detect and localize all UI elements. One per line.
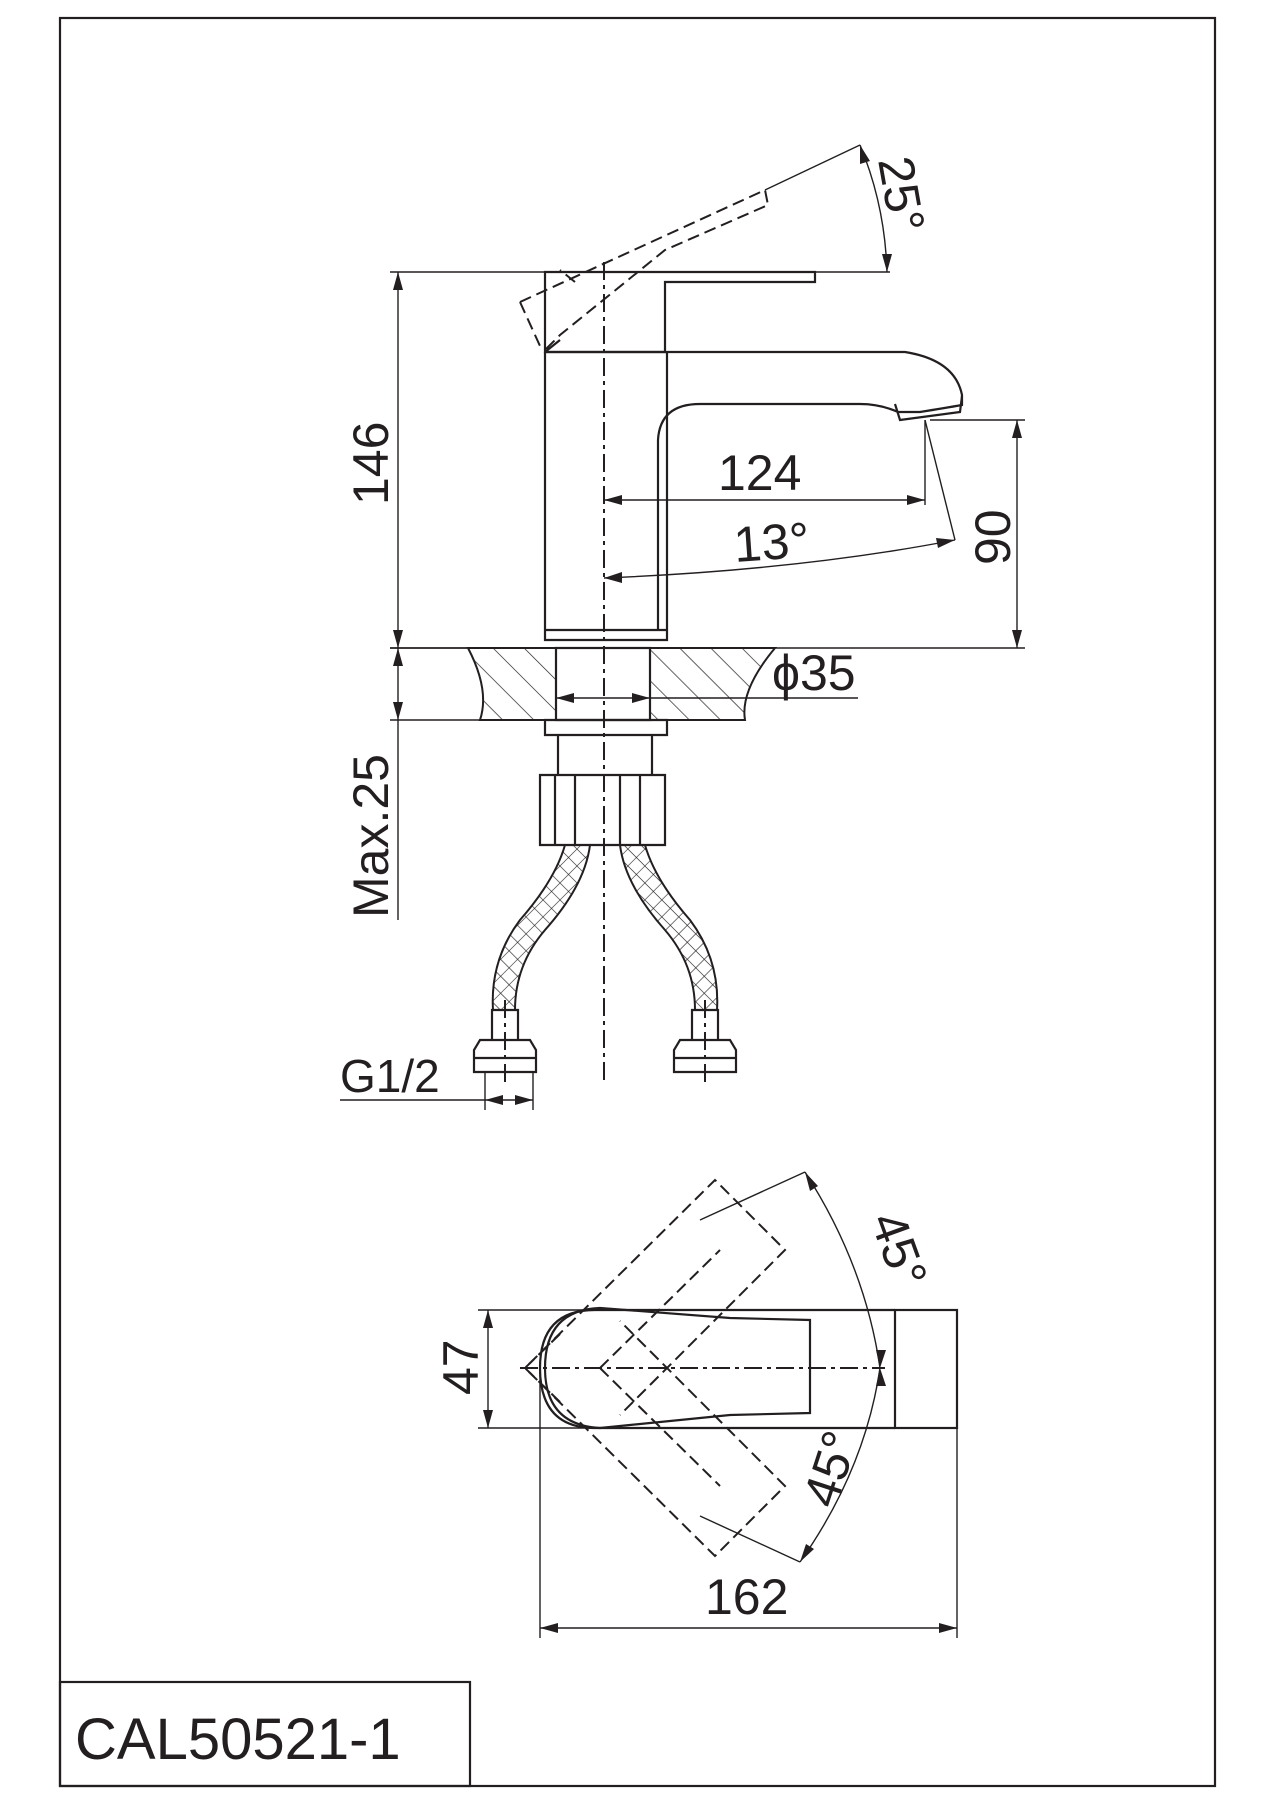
top-view: 45° 45° 47 162 — [433, 1171, 959, 1638]
handle-rotated-outline — [519, 188, 770, 351]
counter-section-right — [649, 647, 778, 721]
side-view: 146 Max.25 90 124 13° 25° — [340, 144, 1025, 1110]
dim-arc-45-lower — [799, 1367, 881, 1563]
dim-124: 124 — [718, 445, 801, 501]
dim-47: 47 — [433, 1339, 489, 1395]
dim-90: 90 — [965, 509, 1021, 565]
title-block — [58, 1680, 472, 1788]
dim-d35: ϕ35 — [772, 645, 856, 701]
dim-162: 162 — [705, 1569, 788, 1625]
faucet-handle — [543, 270, 817, 354]
dim-g12: G1/2 — [340, 1050, 440, 1102]
dim-max25: Max.25 — [343, 754, 399, 918]
faucet-spout — [545, 350, 964, 630]
faucet-body — [543, 352, 669, 642]
dim-146: 146 — [343, 422, 399, 505]
hose-left — [491, 844, 592, 1011]
top-end-block — [893, 1308, 959, 1430]
handle-rotated-lower — [523, 1320, 787, 1558]
drawing-frame — [58, 16, 1217, 1788]
dim-13deg: 13° — [732, 512, 811, 573]
dim-45deg-upper: 45° — [860, 1205, 938, 1295]
dim-arc-45-upper — [804, 1171, 881, 1369]
counter-section-left — [466, 647, 557, 721]
handle-rotated-upper — [523, 1178, 787, 1416]
dim-25deg: 25° — [867, 152, 935, 236]
dim-45deg-lower: 45° — [792, 1424, 869, 1513]
model-code: CAL50521-1 — [75, 1707, 401, 1772]
dim-arc-13deg — [603, 539, 956, 579]
aerator — [893, 395, 964, 422]
hose-right — [618, 844, 719, 1011]
mounting-nut — [538, 718, 669, 847]
